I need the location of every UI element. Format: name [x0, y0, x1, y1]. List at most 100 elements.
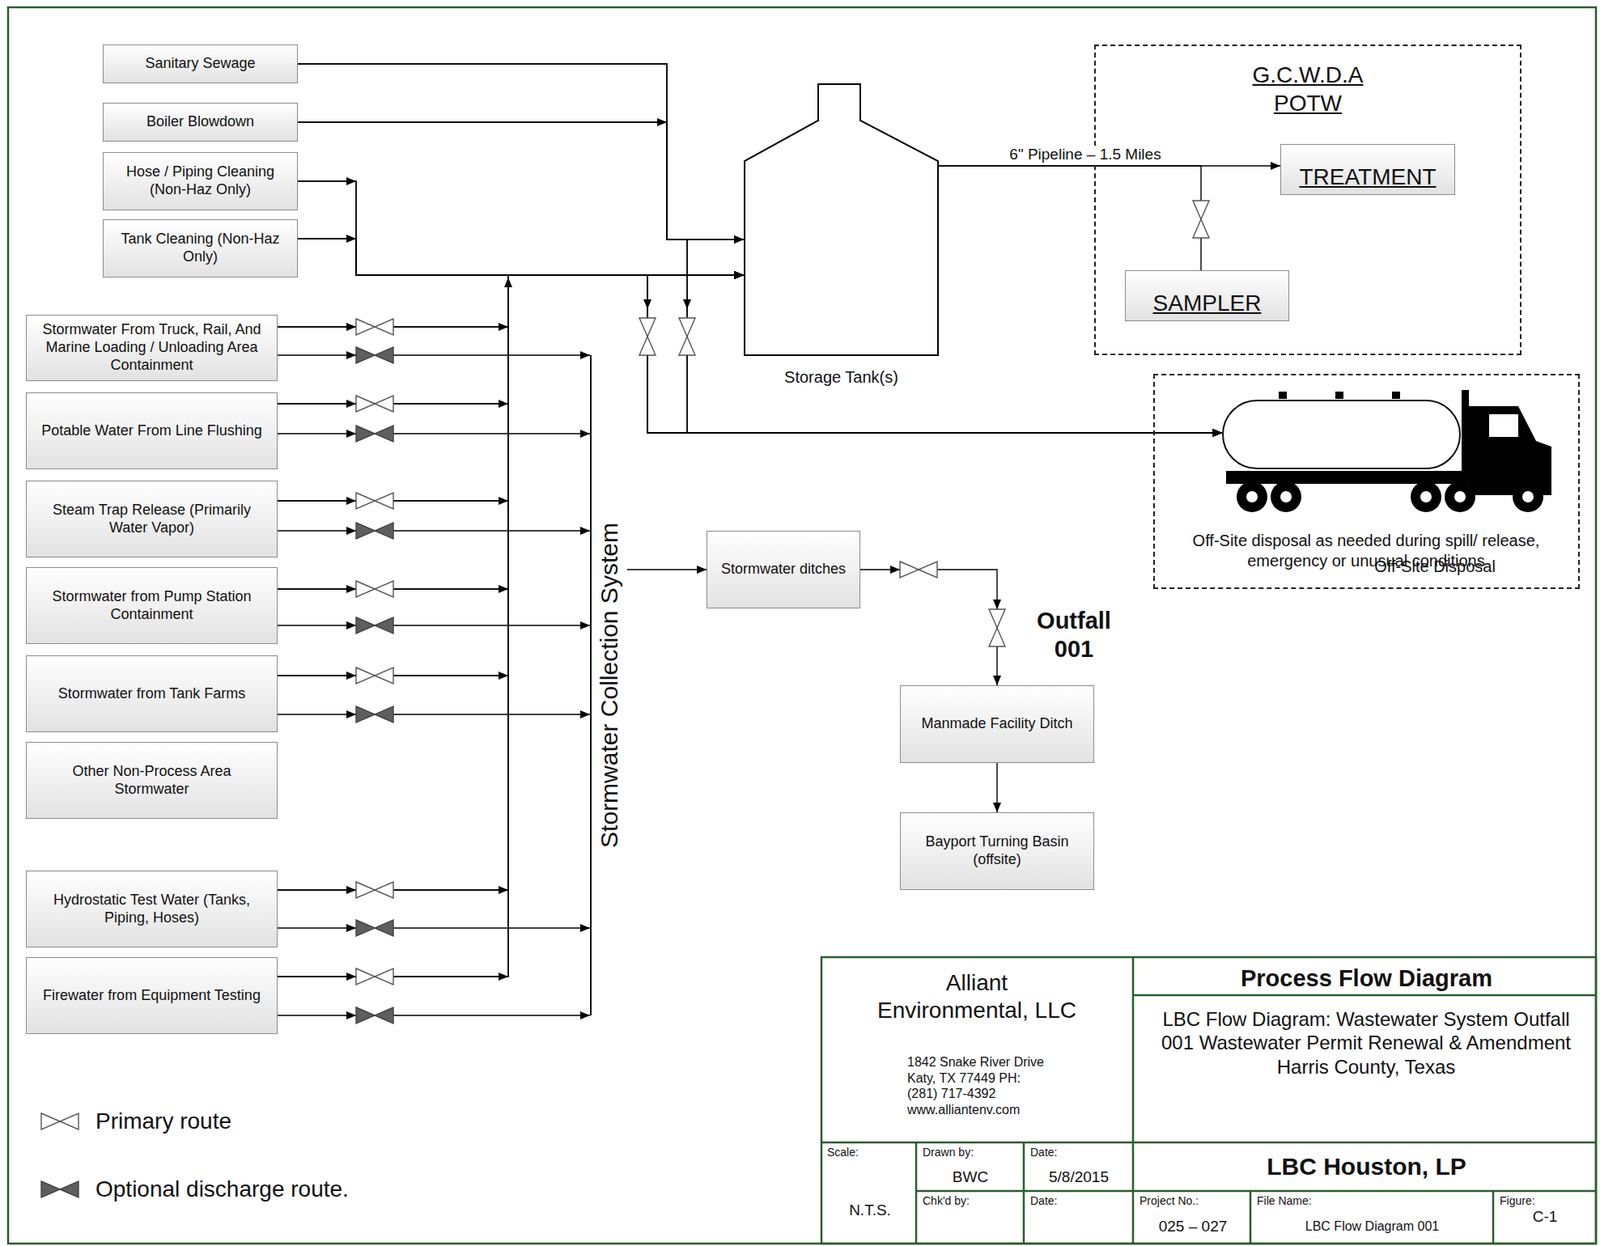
process-box: Stormwater from Tank Farms	[25, 655, 278, 733]
valve-symbol	[988, 609, 1006, 647]
title-block-lines	[821, 957, 1596, 1244]
legend-item: Optional discharge route.	[35, 1173, 349, 1206]
flow-line	[277, 530, 590, 531]
flow-line	[297, 63, 744, 240]
arrowhead	[683, 299, 692, 310]
valve-symbol	[639, 318, 656, 356]
flow-line	[297, 63, 1223, 433]
arrowhead	[643, 299, 652, 310]
legend-item: Primary route	[35, 1105, 232, 1138]
title-block-grid	[821, 957, 1596, 1244]
arrowhead	[498, 496, 509, 506]
box-text: Tank Cleaning (Non-Haz Only)	[111, 230, 289, 267]
valve-symbol	[356, 395, 394, 412]
flow-line	[277, 624, 590, 626]
valve-symbol	[41, 1181, 79, 1198]
arrowhead	[498, 886, 509, 895]
truck-hub	[1420, 491, 1432, 503]
title-block-text: 1842 Snake River Drive Katy, TX 77449 PH…	[907, 1054, 1049, 1118]
arrowhead	[346, 972, 357, 981]
flow-line	[277, 275, 744, 676]
title-block-text: LBC Flow Diagram 001	[1252, 1218, 1492, 1236]
arrowhead	[993, 599, 1002, 610]
flow-line	[277, 275, 1223, 891]
title-block-text: File Name:	[1256, 1194, 1419, 1209]
process-box: Steam Trap Release (Primarily Water Vapo…	[25, 480, 278, 558]
valve-symbol	[356, 1007, 394, 1024]
process-box: Sanitary Sewage	[102, 44, 298, 84]
flow-line	[277, 354, 590, 356]
title-block-text: LBC Flow Diagram: Wastewater System Outf…	[1149, 1007, 1584, 1079]
valve-symbol	[356, 522, 394, 539]
truck-stack	[1461, 390, 1469, 472]
process-box: Stormwater from Pump Station Containment	[25, 567, 278, 645]
arrowhead	[346, 585, 357, 594]
valve-symbol	[356, 706, 394, 723]
flow-line	[277, 275, 744, 891]
pipeline-label: 6" Pipeline – 1.5 Miles	[1006, 145, 1163, 164]
box-text: TREATMENT	[1297, 162, 1439, 191]
legend-symbol	[35, 1177, 85, 1202]
title-block-text: BWC	[918, 1167, 1023, 1187]
arrowhead	[346, 429, 357, 438]
title-block-text: 025 – 027	[1137, 1217, 1249, 1236]
potw-region: G.C.W.D.A POTWTREATMENTSAMPLER	[1094, 44, 1522, 356]
box-text: Sanitary Sewage	[144, 55, 255, 73]
truck-hub	[1522, 491, 1534, 503]
legend-symbol	[35, 1109, 85, 1134]
flow-line	[277, 713, 590, 715]
valve-symbol	[356, 347, 394, 364]
arrowhead	[498, 972, 509, 981]
valve-symbol	[356, 492, 394, 510]
flow-line	[297, 238, 744, 276]
arrowhead	[346, 1011, 357, 1020]
arrowhead	[890, 565, 900, 574]
outfall-label: Outfall 001	[1021, 606, 1127, 665]
page-border	[8, 7, 1596, 1244]
truck-chassis	[1226, 471, 1552, 484]
box-text: Stormwater ditches	[721, 560, 846, 579]
legend-text: Optional discharge route.	[95, 1176, 349, 1203]
box-text: Boiler Blowdown	[146, 113, 255, 132]
arrowhead	[346, 399, 357, 408]
valve-symbol	[356, 968, 394, 985]
arrowhead	[498, 399, 509, 408]
valve-symbol	[356, 581, 394, 598]
valve-symbol	[356, 667, 394, 684]
truck-tank: Off-Site Disposal	[1222, 399, 1461, 470]
box-text: Hose / Piping Cleaning (Non-Haz Only)	[111, 163, 289, 200]
arrowhead	[346, 924, 357, 933]
process-box: Stormwater ditches	[706, 530, 861, 609]
title-block-text: Date:	[1030, 1194, 1128, 1209]
valve-symbol	[356, 920, 394, 937]
arrowhead	[657, 118, 667, 127]
truck-hub	[1246, 491, 1258, 503]
title-block-text: Date:	[1030, 1145, 1128, 1160]
title-block-text: Scale:	[827, 1145, 909, 1160]
valve-symbol	[356, 882, 394, 899]
truck-hub	[1280, 491, 1292, 503]
truck-wheel	[1444, 481, 1476, 513]
tank-outline	[743, 83, 939, 357]
title-block-text: LBC Houston, LP	[1137, 1152, 1596, 1183]
valve-symbol	[679, 318, 696, 356]
flow-line	[277, 1014, 590, 1016]
box-text: Potable Water From Line Flushing	[41, 422, 262, 441]
box-text: Manmade Facility Ditch	[920, 715, 1073, 734]
arrowhead	[346, 351, 357, 360]
title-block-text: Chk'd by:	[922, 1194, 1020, 1209]
box-text: Hydrostatic Test Water (Tanks, Piping, H…	[34, 891, 269, 928]
box-text: Stormwater from Pump Station Containment	[34, 588, 269, 624]
flow-line	[627, 568, 707, 570]
flow-line	[277, 275, 744, 590]
arrowhead	[346, 886, 357, 895]
flow-line	[938, 165, 1202, 271]
legend-text: Primary route	[95, 1108, 232, 1135]
flow-line	[277, 275, 744, 977]
process-box: TREATMENT	[1280, 144, 1456, 196]
valve-symbol	[41, 1113, 79, 1130]
process-box: Hydrostatic Test Water (Tanks, Piping, H…	[25, 870, 278, 948]
potw-region-text: G.C.W.D.A POTW	[1237, 60, 1380, 118]
process-box: Stormwater From Truck, Rail, And Marine …	[25, 314, 278, 382]
tank-shape	[744, 84, 938, 356]
